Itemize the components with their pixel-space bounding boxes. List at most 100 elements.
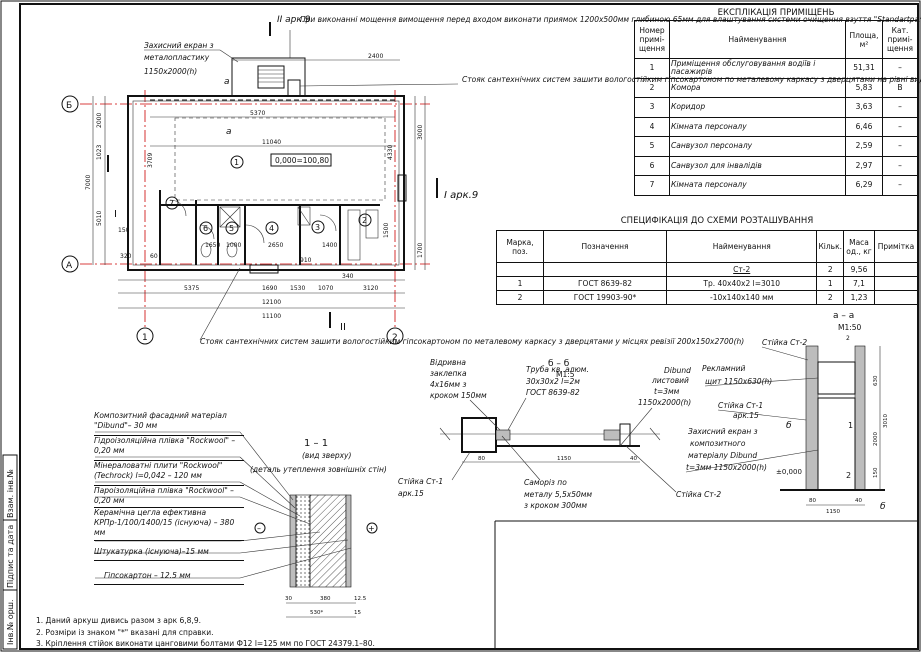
dim-7000: 7000: [85, 175, 92, 190]
s11-sub1: (вид зверху): [302, 451, 351, 460]
spec-col-mass: Маса од., кг: [843, 230, 875, 263]
dim-1500: 1500: [383, 223, 390, 238]
dim-11040: 11040: [262, 139, 281, 146]
spec-group-mass: 9,56: [843, 262, 875, 277]
shaft: [257, 65, 285, 89]
room-2: 2: [362, 216, 367, 225]
spec-col-qty: Кільк.: [816, 230, 844, 263]
dim-1023: 1023: [96, 145, 103, 160]
note-paving: При виконанні мощення вимощення перед вх…: [300, 15, 921, 24]
exp-col-num: Номер примі-щення: [634, 20, 670, 59]
s11-dim-12: 12.5: [354, 596, 367, 602]
saa-post1: Стійка Ст-1 арк.15: [718, 401, 766, 420]
section-ii-top: II арк.9: [277, 15, 311, 25]
floor-plan: Б А 1 2: [61, 15, 478, 345]
axis-b-label: Б: [66, 101, 72, 111]
facade-layer: [289, 494, 297, 588]
axis-a-label: А: [66, 261, 73, 271]
spec-designation: ГОСТ 8639-82: [543, 276, 667, 291]
saa-dim-40: 40: [855, 498, 862, 504]
exp-name: Приміщення обслуговування водіїв і пасаж…: [669, 58, 846, 79]
dim-2400: 2400: [368, 53, 383, 60]
dim-60: 60: [150, 253, 158, 260]
exp-area: 2,97: [845, 155, 883, 176]
footnote-1: 1. Даний аркуш дивись разом з арк 6,8,9.: [36, 616, 201, 625]
layer-5: Керамічна цегла ефективна КРПр-1/100/140…: [94, 508, 244, 541]
saa-dim-3010: 3010: [883, 414, 889, 428]
saa-dim-150: 150: [873, 467, 879, 478]
layer-7: Гіпсокартон – 12.5 мм: [94, 571, 244, 585]
explication: ЕКСПЛІКАЦІЯ ПРИМІЩЕНЬ Номер примі-щення …: [634, 6, 918, 196]
saa-zero: ±0,000: [776, 468, 802, 476]
axis-1-bubble: [136, 327, 154, 345]
exp-num: 4: [634, 116, 670, 137]
section-i-left: I: [114, 209, 117, 220]
exp-num: 7: [634, 175, 670, 196]
inner-frame: [19, 3, 919, 650]
dim-1690: 1690: [262, 285, 277, 292]
layer-1: Композитний фасадний матеріал "Dibund"– …: [94, 411, 244, 436]
saa-post2: Стійка Ст-2: [762, 338, 807, 347]
exp-num: 1: [634, 58, 670, 79]
sbb-rivet: Відривна заклепка 4х16мм з кроком 150мм: [430, 358, 487, 400]
saa-dim-1150: 1150: [826, 509, 840, 515]
exp-area: 2,59: [845, 136, 883, 157]
saa-label-2: 2: [846, 471, 851, 480]
exp-num: 3: [634, 97, 670, 118]
stamp-replace: Взам. інв.№: [6, 469, 15, 518]
note-riser-bottom: Стояк сантехнічних систем зашити вологос…: [200, 337, 744, 346]
dim-2650: 2650: [268, 242, 283, 249]
spec-mass: 1,23: [843, 290, 875, 305]
s11-dim-30: 30: [285, 596, 292, 602]
saa-post-left: [805, 345, 819, 491]
dim-320: 320: [120, 253, 132, 260]
exp-cat: В: [882, 77, 918, 98]
section-a-bottom: а: [226, 127, 232, 137]
dim-3000: 3000: [417, 125, 424, 140]
spec-group-name: Ст-2: [665, 262, 818, 277]
explication-title: ЕКСПЛІКАЦІЯ ПРИМІЩЕНЬ: [717, 8, 835, 18]
riser: [287, 79, 301, 97]
vestibule: [231, 57, 306, 97]
dim-150: 150: [118, 227, 130, 234]
outer-wall: [127, 95, 405, 271]
saa-cut-b2: б: [880, 502, 886, 512]
exp-col-name: Найменування: [669, 20, 846, 59]
exp-area: 3,63: [845, 97, 883, 118]
exp-area: 51,31: [845, 58, 883, 79]
spec-table: Марка, поз. Позначення Найменування Кіль…: [496, 230, 918, 305]
insulation-layer: [295, 494, 311, 588]
explication-table: Номер примі-щення Найменування Площа, м²…: [634, 20, 918, 196]
saa-dim-2: 2: [846, 335, 850, 342]
axis-2-bubble: [386, 327, 404, 345]
exp-name: Кімната персоналу: [669, 175, 846, 196]
dim-2000: 2000: [96, 113, 103, 128]
dim-5375: 5375: [184, 285, 199, 292]
s11-minus: –: [257, 524, 261, 533]
room-1: 1: [234, 158, 239, 167]
exp-cat: –: [882, 116, 918, 137]
dim-1700: 1700: [417, 243, 424, 258]
layer-6: Штукатурка (існуюча)–15 мм: [94, 547, 244, 561]
sbb-scale: М1:5: [556, 370, 575, 379]
section-1-1: 1 – 1 (вид зверху) (деталь утеплення зов…: [250, 438, 387, 618]
layer-3: Мінераловатні плити "Rockwool" (Techrock…: [94, 461, 244, 486]
spec-designation: ГОСТ 19903-90*: [543, 290, 667, 305]
dim-340: 340: [342, 273, 354, 280]
spec-col-mark: Марка, поз.: [496, 230, 544, 263]
sbb-left-post: [461, 417, 497, 453]
dim-11100: 11100: [262, 313, 281, 320]
s11-dim-15: 15: [354, 610, 361, 616]
specification: СПЕЦИФІКАЦІЯ ДО СХЕМИ РОЗТАШУВАННЯ Марка…: [496, 212, 918, 305]
spec-col-designation: Позначення: [543, 230, 667, 263]
outer-wall-inner: [132, 100, 400, 266]
axis-b-bubble: [61, 95, 79, 113]
exp-num: 6: [634, 155, 670, 176]
